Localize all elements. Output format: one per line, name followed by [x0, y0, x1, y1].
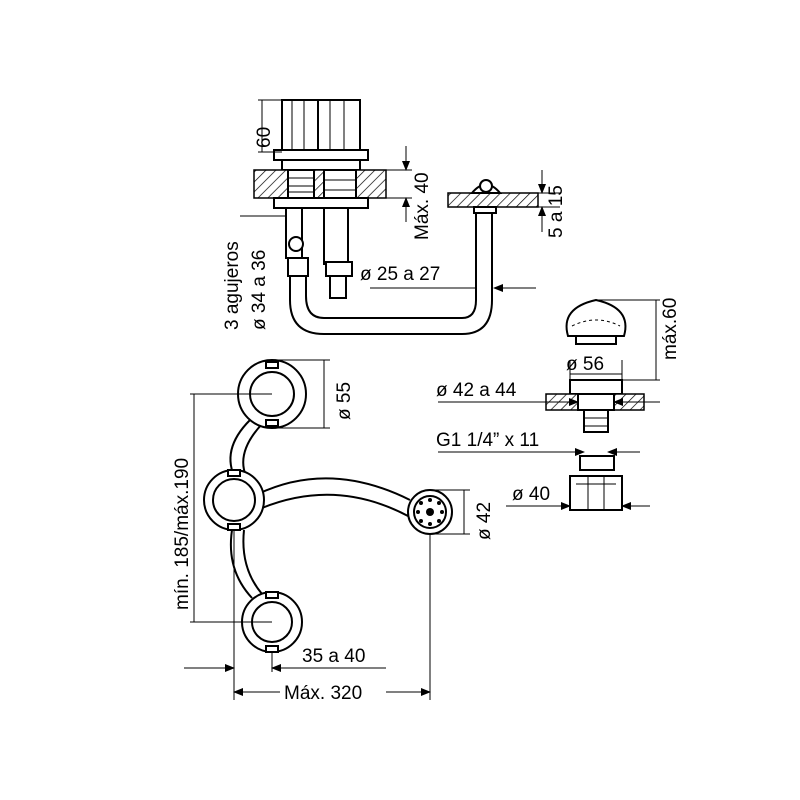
dim-holes: 3 agujeros ø 34 a 36: [222, 215, 286, 330]
label-dome-diameter: ø 56: [566, 354, 604, 375]
label-hole-diameter: ø 42 a 44: [436, 380, 517, 401]
label-offset: 35 a 40: [302, 646, 365, 667]
aerator-detail: [545, 298, 645, 511]
spout-deck-hatch: [447, 192, 539, 208]
side-view-mixer: [253, 99, 539, 335]
dim-overall-width: Máx. 320: [233, 534, 431, 704]
label-rosette-diameter: ø 55: [334, 382, 355, 420]
label-spout-rosette-diameter: ø 42: [474, 502, 495, 540]
label-spout-deck: 5 a 15: [546, 185, 567, 238]
thread-nut: [569, 475, 623, 511]
deck-section-mid: [313, 169, 325, 199]
handle-right: [317, 99, 361, 153]
handle-left: [281, 99, 319, 153]
dim-deck-thickness: Máx. 40: [386, 146, 433, 240]
u-tube: [289, 208, 493, 335]
label-thread: G1 1/4” x 11: [436, 430, 539, 451]
label-overall-width: Máx. 320: [284, 683, 362, 704]
dim-nut-diameter: ø 40: [506, 484, 650, 510]
label-deck-thickness: Máx. 40: [412, 172, 433, 240]
dim-dome-max: máx.60: [596, 298, 681, 381]
label-holes-line1: 3 agujeros: [222, 241, 243, 330]
dim-handle-height: 60: [254, 99, 282, 153]
dim-rosette-diameter: ø 55: [272, 359, 355, 429]
dim-spout-rosette-diameter: ø 42: [430, 489, 495, 540]
dim-pipe-diameter: ø 25 a 27: [360, 264, 536, 292]
dim-offset: 35 a 40: [184, 530, 386, 700]
thread-nut-top: [579, 455, 615, 471]
label-dome-max: máx.60: [660, 298, 681, 360]
dome-cap: [565, 298, 627, 337]
label-nut-diameter: ø 40: [512, 484, 550, 505]
deck-section-right: [355, 169, 387, 199]
label-handle-height: 60: [254, 127, 275, 148]
dim-thread: G1 1/4” x 11: [436, 430, 640, 456]
dim-spout-deck: 5 a 15: [538, 170, 567, 238]
tube-middle-spout: [257, 477, 411, 501]
dim-spacing: mín. 185/máx.190: [172, 393, 272, 623]
dim-dome-diameter: ø 56: [566, 354, 623, 384]
label-spacing: mín. 185/máx.190: [172, 458, 193, 610]
dim-hole-diameter: ø 42 a 44: [436, 380, 660, 406]
label-holes-line2: ø 34 a 36: [249, 250, 270, 330]
top-view-mixer: [203, 359, 453, 653]
label-pipe-diameter: ø 25 a 27: [360, 264, 440, 285]
deck-section-left: [253, 169, 289, 199]
